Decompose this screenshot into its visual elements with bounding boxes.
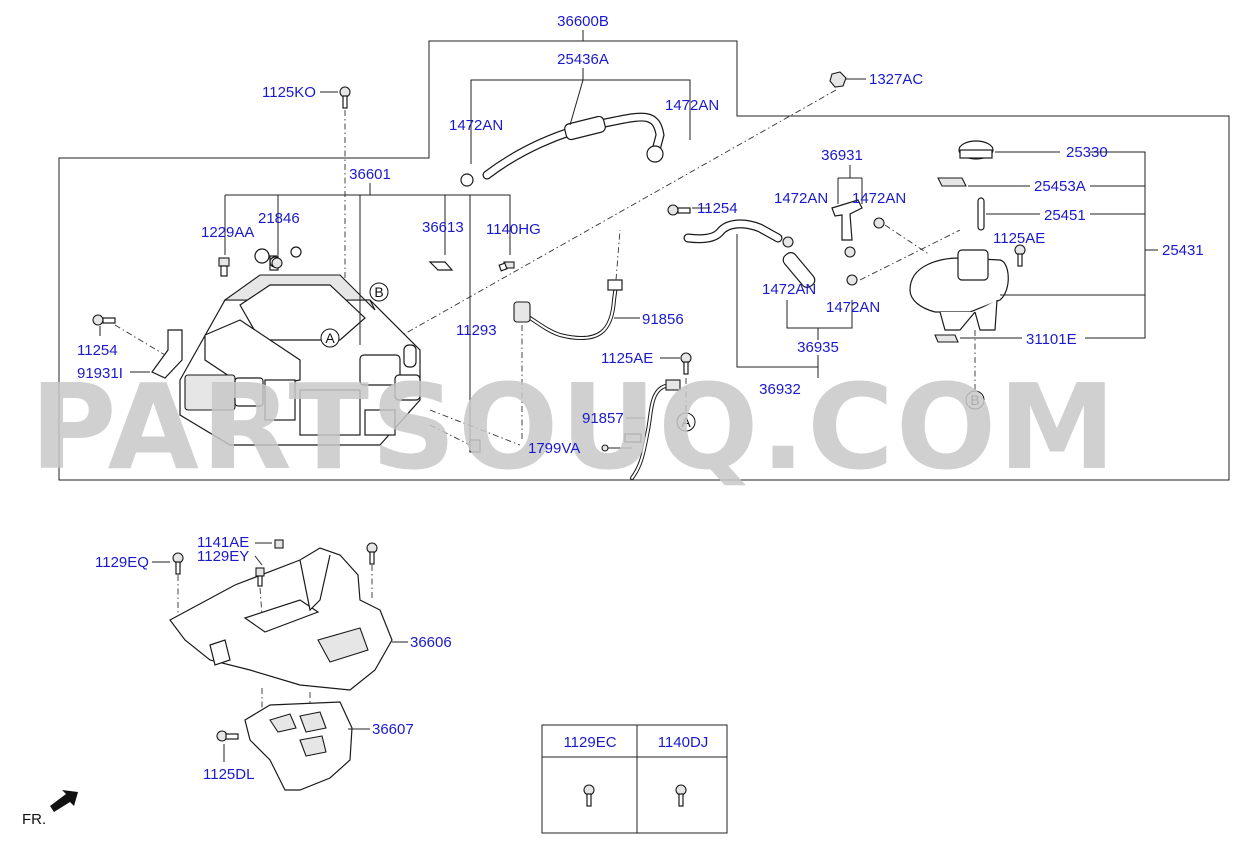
bolt-1129eq[interactable] bbox=[172, 552, 184, 575]
label-11254-mid[interactable]: 11254 bbox=[697, 200, 738, 217]
label-25330[interactable]: 25330 bbox=[1066, 144, 1108, 161]
shield-36607[interactable] bbox=[244, 701, 353, 791]
bolt-1129ey[interactable] bbox=[255, 567, 265, 587]
svg-text:A: A bbox=[325, 330, 335, 346]
bolt-top-right[interactable] bbox=[366, 542, 378, 565]
reservoir-25431[interactable] bbox=[909, 249, 1009, 331]
label-36932[interactable]: 36932 bbox=[759, 381, 801, 398]
label-1799va[interactable]: 1799VA bbox=[528, 440, 580, 457]
label-36601[interactable]: 36601 bbox=[349, 166, 391, 183]
tube-25451[interactable] bbox=[977, 197, 985, 231]
svg-text:FR.: FR. bbox=[22, 811, 46, 828]
label-1472an-d[interactable]: 1472AN bbox=[826, 299, 880, 316]
wire-91856[interactable] bbox=[513, 279, 623, 341]
label-1129eq[interactable]: 1129EQ bbox=[95, 554, 149, 571]
label-1472an-right[interactable]: 1472AN bbox=[665, 97, 719, 114]
label-91931i[interactable]: 91931I bbox=[77, 365, 123, 382]
clamp-1472an-b[interactable] bbox=[873, 217, 885, 229]
label-25453a[interactable]: 25453A bbox=[1034, 178, 1086, 195]
label-1229aa[interactable]: 1229AA bbox=[201, 224, 254, 241]
hose-36931[interactable] bbox=[831, 199, 863, 241]
bracket-91931i[interactable] bbox=[151, 329, 183, 379]
table-header-1129ec[interactable]: 1129EC bbox=[563, 734, 616, 751]
label-91857[interactable]: 91857 bbox=[582, 410, 624, 427]
callout-a-right: A bbox=[676, 412, 696, 432]
label-1472an-c[interactable]: 1472AN bbox=[762, 281, 816, 298]
bolt-1140hg[interactable] bbox=[498, 261, 515, 272]
label-1327ac[interactable]: 1327AC bbox=[869, 71, 923, 88]
bolt-1125ae-mid[interactable] bbox=[680, 352, 692, 375]
svg-text:A: A bbox=[681, 414, 691, 430]
bolt-icon bbox=[583, 784, 595, 807]
label-25431[interactable]: 25431 bbox=[1162, 242, 1204, 259]
hose-36935[interactable] bbox=[781, 250, 817, 290]
label-11254-left[interactable]: 11254 bbox=[77, 342, 118, 359]
label-36607[interactable]: 36607 bbox=[372, 721, 414, 738]
table-header-1140dj[interactable]: 1140DJ bbox=[658, 734, 709, 751]
label-1472an-b[interactable]: 1472AN bbox=[852, 190, 906, 207]
label-1129ey[interactable]: 1129EY bbox=[197, 548, 249, 565]
label-36606[interactable]: 36606 bbox=[410, 634, 452, 651]
label-91856[interactable]: 91856 bbox=[642, 311, 684, 328]
label-36613[interactable]: 36613 bbox=[422, 219, 464, 236]
assembly-boundary bbox=[58, 40, 1230, 481]
clip-21846[interactable] bbox=[271, 257, 283, 269]
bolt-1125dl[interactable] bbox=[216, 730, 239, 742]
wire-91857[interactable] bbox=[624, 379, 681, 480]
label-36935[interactable]: 36935 bbox=[797, 339, 839, 356]
label-1140hg[interactable]: 1140HG bbox=[486, 221, 541, 238]
bolt-icon bbox=[675, 784, 687, 807]
svg-text:B: B bbox=[970, 392, 979, 408]
label-25436a[interactable]: 25436A bbox=[557, 51, 609, 68]
hose-25436a[interactable] bbox=[460, 112, 665, 187]
front-orientation-marker: FR. bbox=[22, 790, 78, 828]
clamp-1472an-c[interactable] bbox=[844, 246, 856, 258]
label-25451[interactable]: 25451 bbox=[1044, 207, 1086, 224]
arrow-icon bbox=[50, 790, 78, 812]
svg-text:B: B bbox=[374, 284, 383, 300]
bracket-31101e[interactable] bbox=[934, 334, 959, 343]
cap-25330[interactable] bbox=[958, 140, 994, 160]
bolt-11254-mid[interactable] bbox=[667, 204, 691, 216]
nut-1327ac[interactable] bbox=[829, 71, 847, 88]
bracket-36606[interactable] bbox=[169, 547, 393, 691]
label-1472an-left[interactable]: 1472AN bbox=[449, 117, 503, 134]
clamp-1472an-a[interactable] bbox=[782, 236, 794, 248]
label-36600b[interactable]: 36600B bbox=[557, 13, 609, 30]
bolt-1141ae[interactable] bbox=[274, 539, 284, 549]
label-1125ae-mid[interactable]: 1125AE bbox=[601, 350, 653, 367]
label-31101e[interactable]: 31101E bbox=[1026, 331, 1077, 348]
label-11293[interactable]: 11293 bbox=[456, 322, 497, 339]
label-1125ko[interactable]: 1125KO bbox=[262, 84, 316, 101]
label-1141ae[interactable]: 1141AE bbox=[197, 534, 249, 551]
label-21846[interactable]: 21846 bbox=[258, 210, 300, 227]
stud-1799va[interactable] bbox=[601, 444, 632, 452]
clamp-1472an-d[interactable] bbox=[846, 274, 858, 286]
label-36931[interactable]: 36931 bbox=[821, 147, 863, 164]
label-1472an-a[interactable]: 1472AN bbox=[774, 190, 828, 207]
watermark: PARTSOUQ.COM bbox=[30, 358, 1118, 496]
fastener-table: 1129EC 1140DJ bbox=[541, 724, 728, 834]
hose-36932[interactable] bbox=[683, 219, 783, 244]
bolt-11293[interactable] bbox=[469, 439, 481, 453]
bolt-1125ko[interactable] bbox=[339, 86, 351, 109]
gasket-25453a[interactable] bbox=[937, 177, 967, 187]
label-1125ae-right[interactable]: 1125AE bbox=[993, 230, 1045, 247]
bracket-36613[interactable] bbox=[428, 261, 454, 271]
callout-a-left: A bbox=[320, 328, 340, 348]
label-1125dl[interactable]: 1125DL bbox=[203, 766, 254, 783]
callout-b-right: B bbox=[965, 390, 985, 410]
bolt-1229aa[interactable] bbox=[218, 257, 230, 277]
callout-b-left: B bbox=[369, 282, 389, 302]
bolt-1125ae-right[interactable] bbox=[1014, 244, 1026, 267]
bolt-11254-left[interactable] bbox=[92, 314, 116, 326]
